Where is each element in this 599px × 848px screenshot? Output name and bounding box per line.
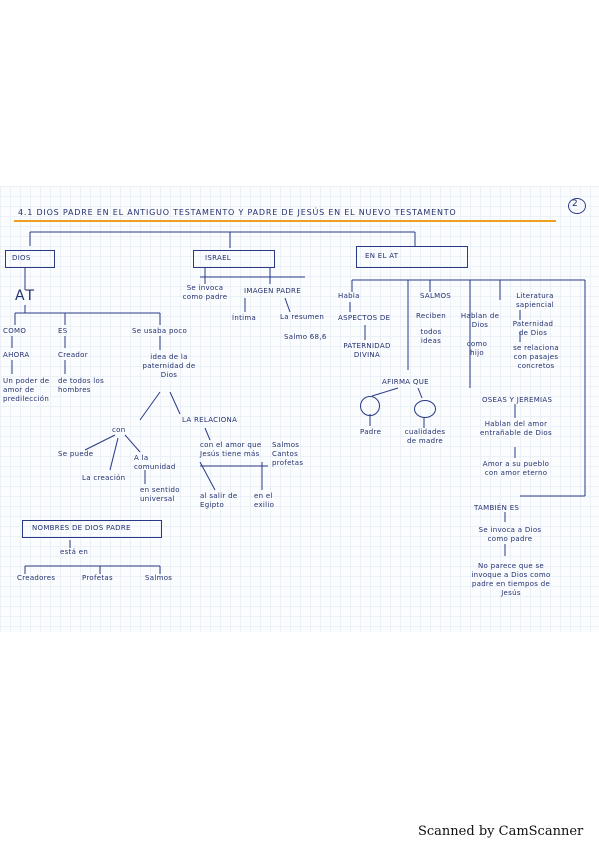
imagen-label: IMAGEN PADRE	[244, 287, 301, 295]
reciben-label: Reciben	[416, 312, 446, 320]
nombres-box	[22, 520, 162, 538]
col2-creador: Creador	[58, 351, 88, 359]
page-number: 2	[572, 199, 579, 209]
oseas-label: OSEAS Y JEREMIAS	[482, 396, 553, 404]
salmo-ref-label: Salmo 68,6	[284, 333, 327, 341]
esta-en-label: está en	[60, 548, 89, 556]
habla-label: Habla	[338, 292, 360, 300]
exilio-label: en el exilio	[254, 492, 275, 509]
face-icon	[360, 396, 380, 416]
col3-se-usaba: Se usaba poco	[132, 327, 188, 335]
resumen-label: La resumen	[280, 313, 325, 321]
se-puede-label: Se puede	[58, 450, 94, 458]
como-hijo-label: como hijo	[466, 340, 488, 357]
page-title: 4.1 DIOS PADRE EN EL ANTIGUO TESTAMENTO …	[18, 208, 457, 217]
salmos-header: SALMOS	[420, 292, 452, 300]
en-el-at-box	[356, 246, 468, 268]
aspectos-label: ASPECTOS DE	[338, 314, 391, 322]
invoca-label: Se invoca a Dios como padre	[478, 526, 542, 543]
col2-es: ES	[58, 327, 68, 335]
page-number-circle	[568, 198, 586, 214]
creacion-label: La creación	[82, 474, 126, 482]
at-label: AT	[15, 288, 37, 304]
nombre-salmos: Salmos	[145, 574, 173, 582]
col1-ahora: AHORA	[3, 351, 30, 359]
intima-label: Íntima	[232, 314, 257, 322]
amor-label: con el amor que Jesús tiene más	[200, 441, 262, 458]
todos-label: todos ideas	[420, 328, 442, 345]
grid-background	[0, 186, 599, 632]
relaciona-label: LA RELACIONA	[182, 416, 238, 424]
sentido-label: en sentido universal	[140, 486, 180, 503]
paternidad-dios-label: Paternidad de Dios	[512, 320, 554, 337]
con-label: con	[112, 426, 126, 434]
amor-pueblo-label: Amor a su pueblo con amor eterno	[482, 460, 550, 477]
salir-label: al salir de Egipto	[200, 492, 238, 509]
israel-box	[193, 250, 275, 268]
tambien-label: TAMBIÉN ES	[474, 504, 520, 512]
madre-label: cualidades de madre	[404, 428, 446, 445]
pasajes-label: se relaciona con pasajes concretos	[513, 344, 559, 370]
dios-label: DIOS	[12, 254, 31, 262]
israel-label: ISRAEL	[205, 254, 231, 262]
col2-hombres: de todos los hombres	[58, 377, 105, 394]
camscanner-stamp: Scanned by CamScanner	[418, 824, 584, 839]
se-invoca-label: Se invoca como padre	[182, 284, 228, 301]
nombres-label: NOMBRES DE DIOS PADRE	[32, 524, 131, 532]
col3-idea: idea de la paternidad de Dios	[142, 353, 196, 379]
literatura-label: Literatura sapiencial	[515, 292, 555, 309]
col1-poder: Un poder de amor de predilección	[3, 377, 50, 403]
col1-como: COMO	[3, 327, 27, 335]
afirma-label: AFIRMA QUE	[382, 378, 429, 386]
nombre-creadores: Creadores	[17, 574, 56, 582]
paternidad-divina-label: PATERNIDAD DIVINA	[343, 342, 391, 359]
nombre-profetas: Profetas	[82, 574, 113, 582]
no-parece-label: No parece que se invoque a Dios como pad…	[471, 562, 551, 597]
padre-label: Padre	[360, 428, 382, 436]
con-circle-icon	[414, 400, 436, 418]
en-el-at-label: EN EL AT	[365, 252, 399, 260]
amor-entranable-label: Hablan del amor entrañable de Dios	[480, 420, 552, 437]
hablan-label: Hablan de Dios	[460, 312, 500, 329]
dios-box	[5, 250, 55, 268]
salmos-cantos-label: Salmos Cantos profetas	[272, 441, 304, 467]
comunidad-label: A la comunidad	[134, 454, 176, 471]
